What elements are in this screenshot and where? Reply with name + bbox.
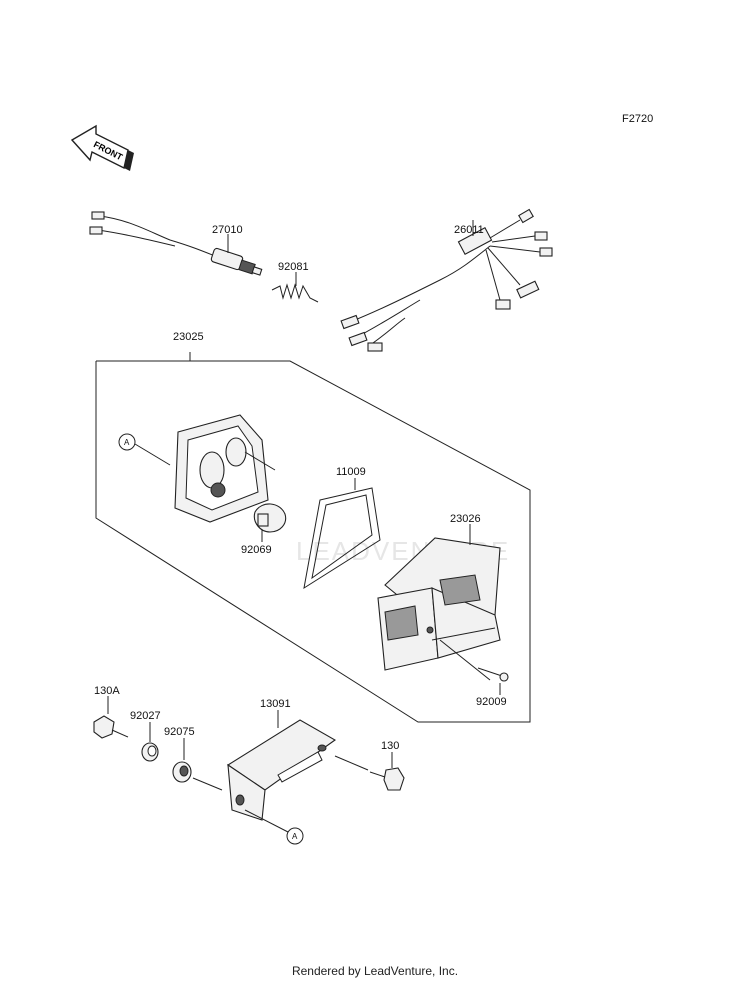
- callout-a-lower: [286, 827, 304, 845]
- part-label-92009: 92009: [476, 696, 507, 708]
- part-11009-gasket[interactable]: [303, 487, 381, 590]
- part-27010-switch[interactable]: [89, 211, 263, 276]
- part-92069-bulb[interactable]: [253, 503, 287, 533]
- part-13091-bracket[interactable]: [226, 719, 337, 821]
- part-92081-spring[interactable]: [271, 283, 319, 303]
- callout-a-upper: [118, 433, 136, 451]
- figure-code: F2720: [622, 113, 653, 125]
- part-92075-grommet[interactable]: [172, 761, 192, 783]
- assembly-23025-outline: [95, 352, 531, 723]
- part-label-92075: 92075: [164, 726, 195, 738]
- part-label-130A: 130A: [94, 685, 120, 697]
- part-label-92069: 92069: [241, 544, 272, 556]
- part-label-13091: 13091: [260, 698, 291, 710]
- part-130-bolt[interactable]: [369, 767, 405, 791]
- part-label-23026: 23026: [450, 513, 481, 525]
- part-lamp-base[interactable]: [174, 414, 276, 523]
- front-arrow-icon: FRONT: [70, 124, 134, 171]
- part-label-23025: 23025: [173, 331, 204, 343]
- footer-credit: Rendered by LeadVenture, Inc.: [291, 964, 459, 978]
- part-label-92081: 92081: [278, 261, 309, 273]
- part-130a-bolt[interactable]: [93, 715, 129, 739]
- part-label-11009: 11009: [336, 466, 366, 478]
- callout-a-upper-letter: A: [124, 438, 130, 447]
- part-92027-collar[interactable]: [141, 742, 159, 762]
- callout-a-lower-letter: A: [292, 832, 298, 841]
- part-26011-harness[interactable]: [340, 208, 553, 352]
- part-label-130: 130: [381, 740, 399, 752]
- part-label-26011: 26011: [454, 224, 484, 236]
- part-92009-screw[interactable]: [477, 667, 509, 682]
- part-23026-lens[interactable]: [377, 537, 501, 671]
- part-label-92027: 92027: [130, 710, 161, 722]
- part-label-27010: 27010: [212, 224, 243, 236]
